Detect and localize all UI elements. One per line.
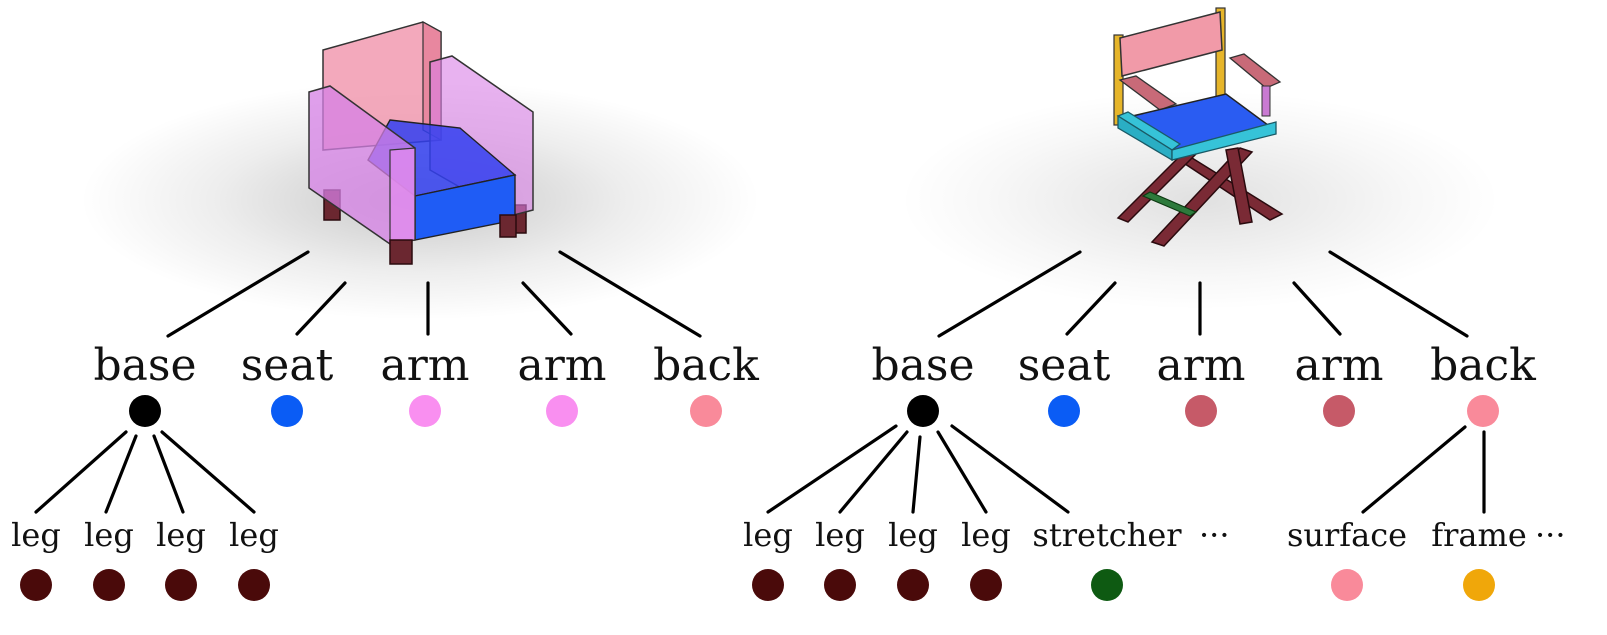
child-node-leg <box>897 569 929 601</box>
director-chair-illustration <box>900 7 1500 310</box>
child-label-frame: frame <box>1431 516 1527 554</box>
part-label-arm: arm <box>1295 340 1384 391</box>
part-node-base <box>907 395 939 427</box>
edge-back-to-surface <box>1361 425 1467 514</box>
tree-edges <box>34 250 1486 514</box>
child-label-leg: leg <box>156 516 206 554</box>
edge-root-to-base <box>937 250 1082 338</box>
child-node-leg <box>93 569 125 601</box>
child-label-leg: leg <box>815 516 865 554</box>
edge-base-to-stretcher <box>950 424 1070 514</box>
edge-root-to-back <box>558 250 702 338</box>
part-node-arm <box>1323 395 1355 427</box>
child-label-leg: leg <box>84 516 134 554</box>
edge-root-to-seat <box>1065 281 1117 336</box>
child-label-leg: leg <box>229 516 279 554</box>
part-label-arm: arm <box>381 340 470 391</box>
edge-root-to-seat <box>295 281 347 336</box>
child-node-leg <box>970 569 1002 601</box>
part-label-seat: seat <box>1018 340 1111 391</box>
part-label-base: base <box>871 340 974 391</box>
part-label-base: base <box>93 340 196 391</box>
edge-base-to-leg <box>911 435 922 514</box>
ellipsis-more: ··· <box>1199 516 1230 554</box>
part-node-arm <box>546 395 578 427</box>
child-node-leg <box>824 569 856 601</box>
part-node-back <box>1467 395 1499 427</box>
part-node-base <box>129 395 161 427</box>
part-node-arm <box>409 395 441 427</box>
part-label-back: back <box>1430 340 1536 391</box>
ellipsis-more: ··· <box>1535 516 1566 554</box>
tree-nodes <box>20 395 1499 601</box>
edge-base-to-leg <box>160 430 256 514</box>
edge-base-to-leg <box>34 430 128 514</box>
edge-root-to-back <box>1328 250 1469 338</box>
child-node-leg <box>20 569 52 601</box>
part-node-back <box>690 395 722 427</box>
part-node-arm <box>1185 395 1217 427</box>
armchair-illustration <box>80 20 760 320</box>
child-node-surface <box>1331 569 1363 601</box>
part-node-seat <box>271 395 303 427</box>
part-label-arm: arm <box>1157 340 1246 391</box>
part-node-seat <box>1048 395 1080 427</box>
edge-base-to-leg <box>766 424 898 514</box>
child-label-surface: surface <box>1287 516 1407 554</box>
child-label-leg: leg <box>888 516 938 554</box>
child-node-leg <box>752 569 784 601</box>
part-label-arm: arm <box>518 340 607 391</box>
child-label-leg: leg <box>961 516 1011 554</box>
edge-base-to-leg <box>152 434 185 514</box>
child-label-leg: leg <box>11 516 61 554</box>
edge-root-to-arm <box>521 281 573 336</box>
child-node-frame <box>1463 569 1495 601</box>
child-node-leg <box>238 569 270 601</box>
child-node-stretcher <box>1091 569 1123 601</box>
edge-base-to-leg <box>104 434 138 514</box>
edge-root-to-arm <box>1292 281 1342 336</box>
child-node-leg <box>165 569 197 601</box>
part-label-back: back <box>653 340 759 391</box>
part-label-seat: seat <box>241 340 334 391</box>
child-label-leg: leg <box>743 516 793 554</box>
edge-base-to-leg <box>838 430 909 514</box>
edge-root-to-base <box>166 250 310 338</box>
child-label-stretcher: stretcher <box>1032 516 1182 554</box>
edge-base-to-leg <box>936 430 988 514</box>
